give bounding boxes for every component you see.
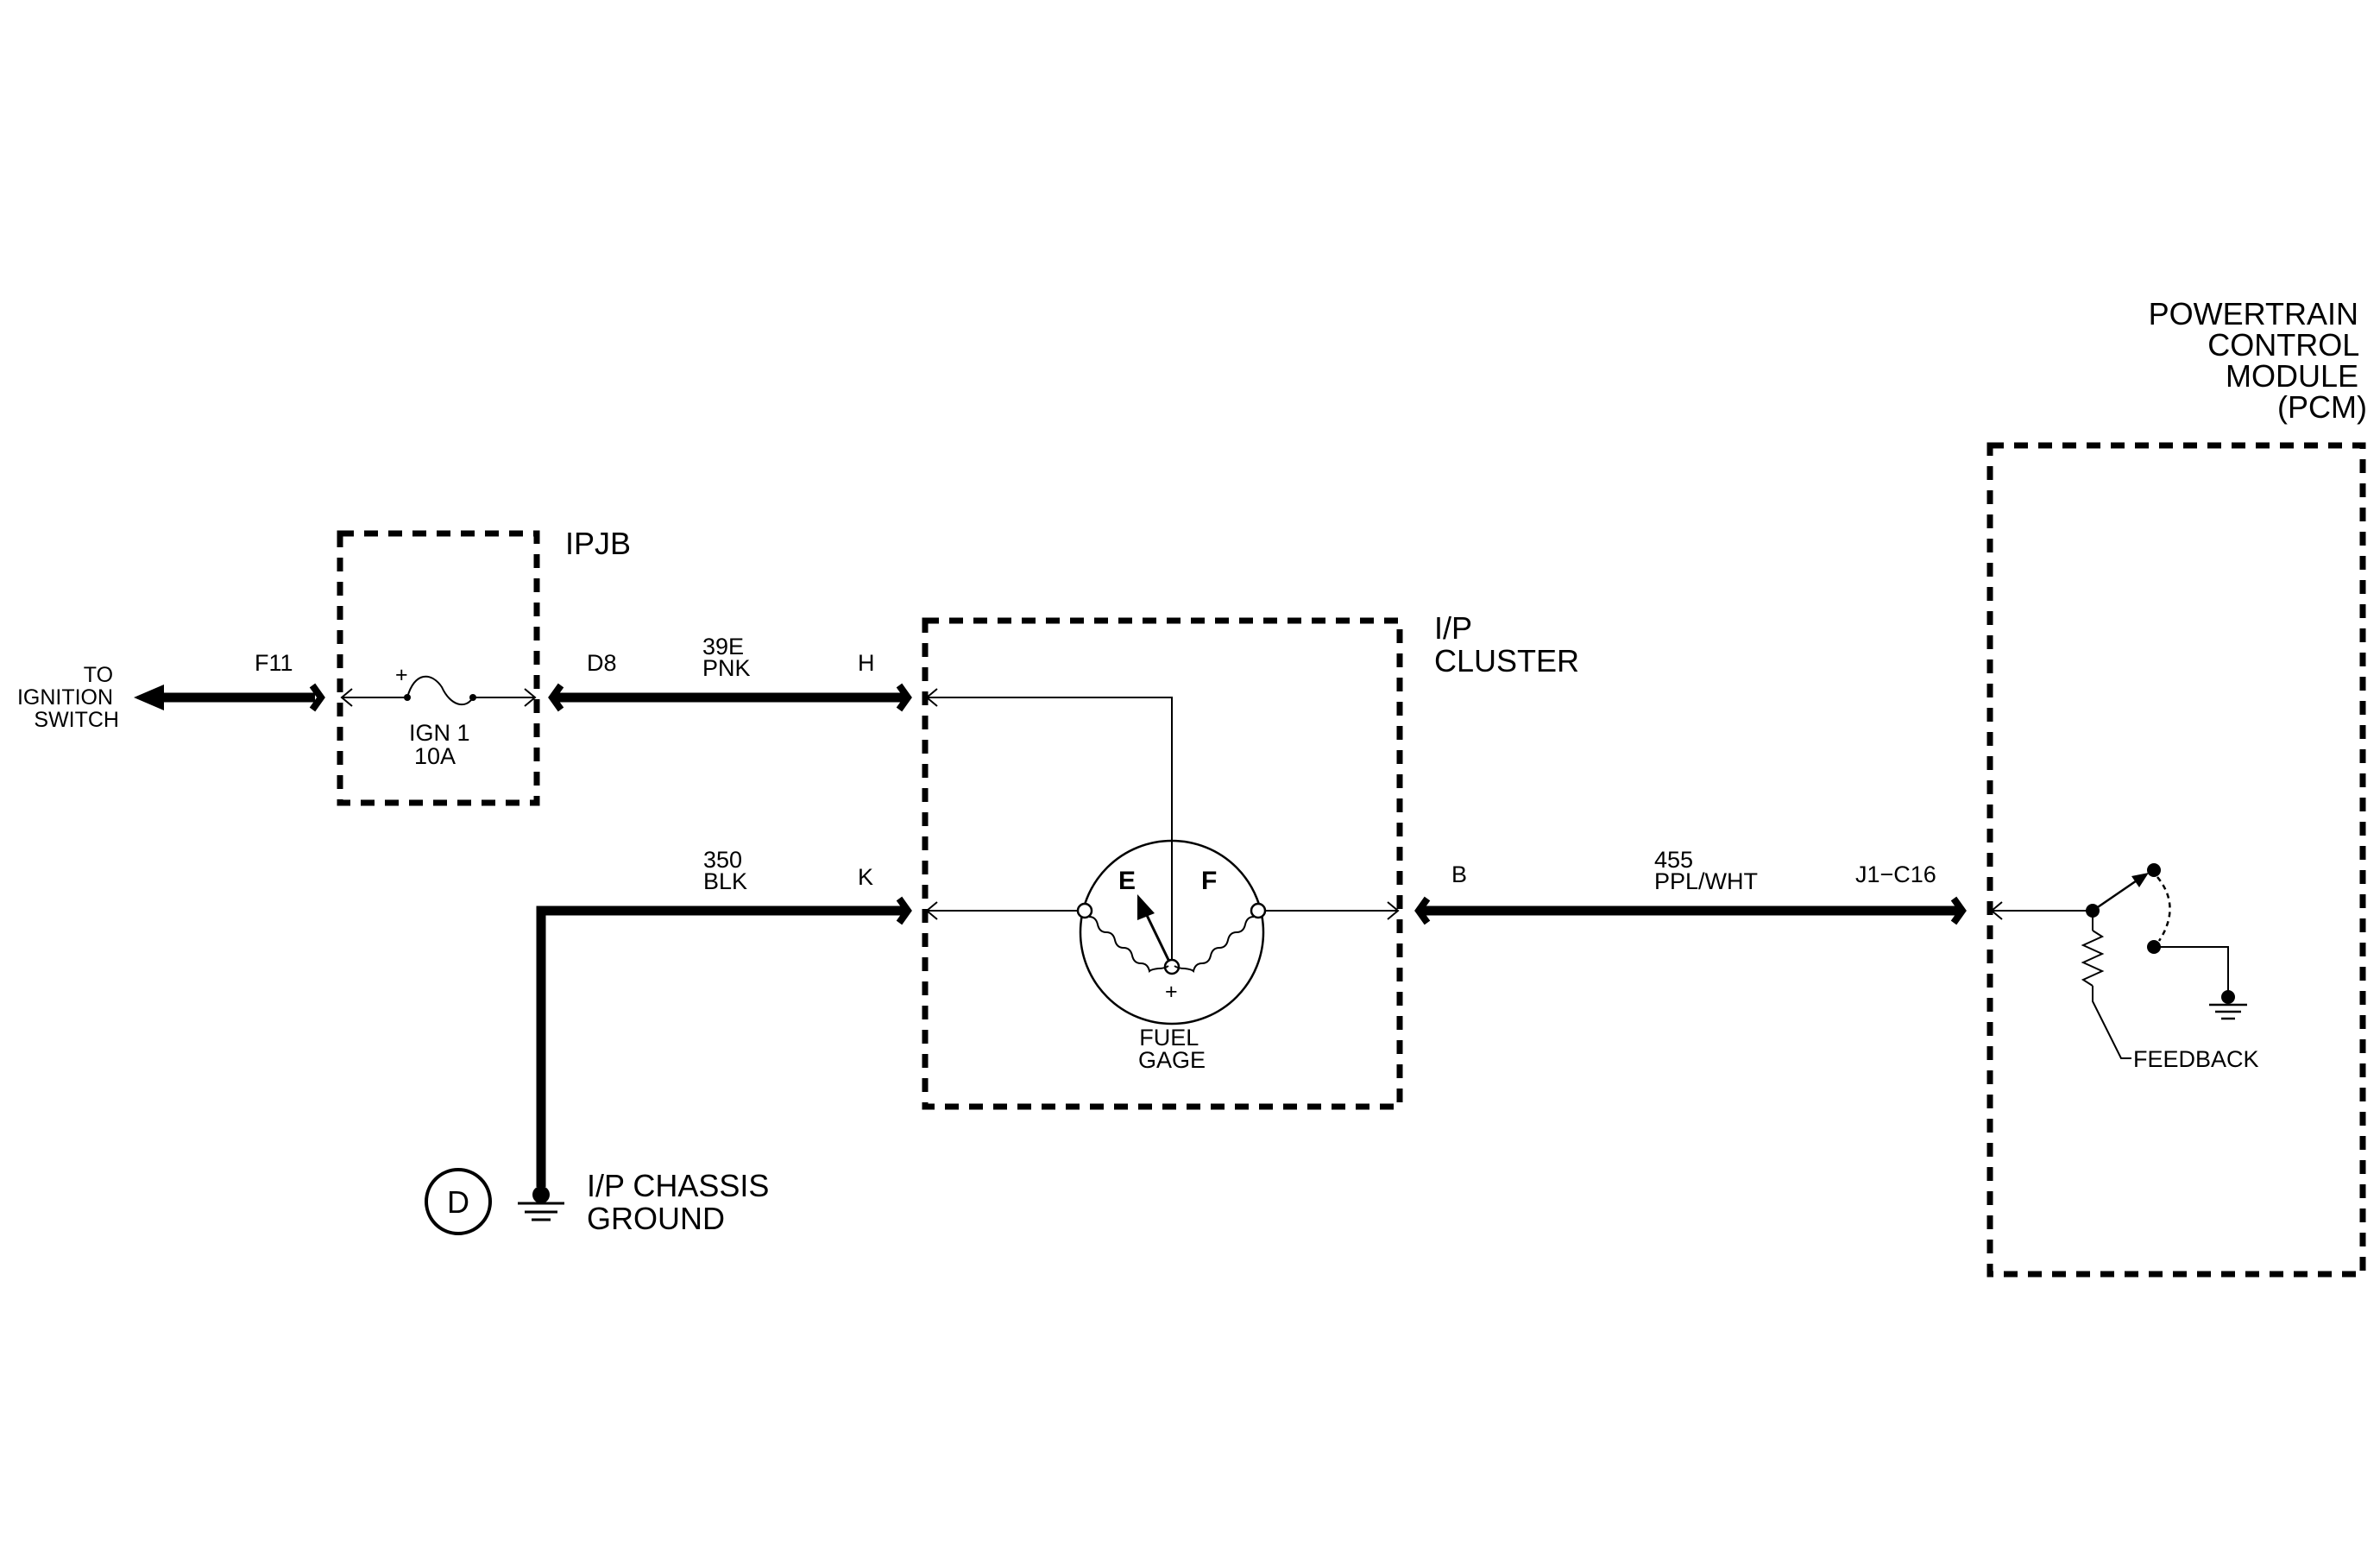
- k-label: K: [858, 864, 873, 890]
- gage-needle-tip-icon: [1137, 894, 1155, 920]
- ipjb-label: IPJB: [565, 526, 631, 561]
- fuse-plus-label: +: [395, 663, 408, 687]
- gage-terminal-right: [1250, 902, 1267, 919]
- fuel-gage-label: FUEL GAGE: [1138, 1025, 1206, 1073]
- fuel-gage-icon: [1079, 839, 1265, 1025]
- ground-id-label: D: [447, 1184, 469, 1220]
- cluster-arrow-b-icon: [1387, 901, 1400, 920]
- connector-d8-icon: [548, 683, 564, 712]
- b-label: B: [1451, 861, 1467, 887]
- pcm-resistor-lead-bottom: [2092, 986, 2131, 1059]
- pcm-switch-link-icon: [2156, 876, 2171, 942]
- wire-350-blk: [536, 906, 906, 1187]
- wire-455-circuit-label: 455: [1654, 847, 1693, 873]
- ip-cluster-label: I/P CLUSTER: [1434, 610, 1579, 678]
- connector-k-icon: [896, 896, 912, 925]
- h-label: H: [858, 650, 875, 676]
- pcm-switch-arrow-icon: [2131, 873, 2149, 887]
- ground-splice-dot: [532, 1186, 550, 1203]
- gage-e-label: E: [1118, 867, 1136, 895]
- connector-h-icon: [896, 683, 912, 712]
- pcm-ground-wire: [2154, 946, 2229, 995]
- pcm-resistor-icon: [2081, 930, 2105, 987]
- ip-chassis-ground-label: I/P CHASSIS GROUND: [587, 1168, 778, 1236]
- gage-terminal-left: [1076, 902, 1093, 919]
- gage-plus-label: +: [1165, 980, 1178, 1004]
- pcm-label: POWERTRAIN CONTROL MODULE (PCM): [2149, 296, 2367, 425]
- connector-f11-icon: [309, 683, 325, 712]
- pcm-switch-contact-top: [2147, 863, 2161, 877]
- connector-b-icon: [1414, 896, 1431, 925]
- j1-c16-label: J1−C16: [1855, 861, 1936, 887]
- f11-label: F11: [255, 650, 293, 676]
- gage-f-label: F: [1201, 867, 1217, 895]
- ground-id-circle: [425, 1168, 492, 1235]
- ip-cluster-box: [922, 617, 1403, 1110]
- wire-350-circuit-label: 350: [703, 847, 742, 873]
- wire-39e-color-label: PNK: [702, 655, 751, 681]
- pcm-switch-blade-icon: [2092, 875, 2143, 912]
- wire-455-color-label: PPL/WHT: [1654, 868, 1758, 894]
- to-ignition-switch-label: TO IGNITION SWITCH: [17, 663, 119, 732]
- gage-coil-left-icon: [1088, 916, 1169, 973]
- pcm-box: [1986, 442, 2366, 1278]
- fuse-name-label: IGN 1: [409, 720, 470, 746]
- fuse-rating-label: 10A: [414, 743, 456, 769]
- fuse-icon: [406, 675, 474, 706]
- feedback-label: FEEDBACK: [2133, 1046, 2259, 1072]
- gage-coil-right-icon: [1174, 916, 1255, 973]
- connector-j1-c16-icon: [1950, 896, 1967, 925]
- ipjb-inner-arrow-right-icon: [524, 688, 537, 707]
- d8-label: D8: [587, 650, 617, 676]
- wire-350-color-label: BLK: [703, 868, 747, 894]
- to-ignition-arrow-icon: [134, 685, 164, 710]
- pcm-ground-dot: [2221, 990, 2235, 1004]
- wire-39e-circuit-label: 39E: [702, 634, 744, 659]
- cluster-feed-wire: [927, 697, 1173, 967]
- ipjb-box: [337, 530, 540, 806]
